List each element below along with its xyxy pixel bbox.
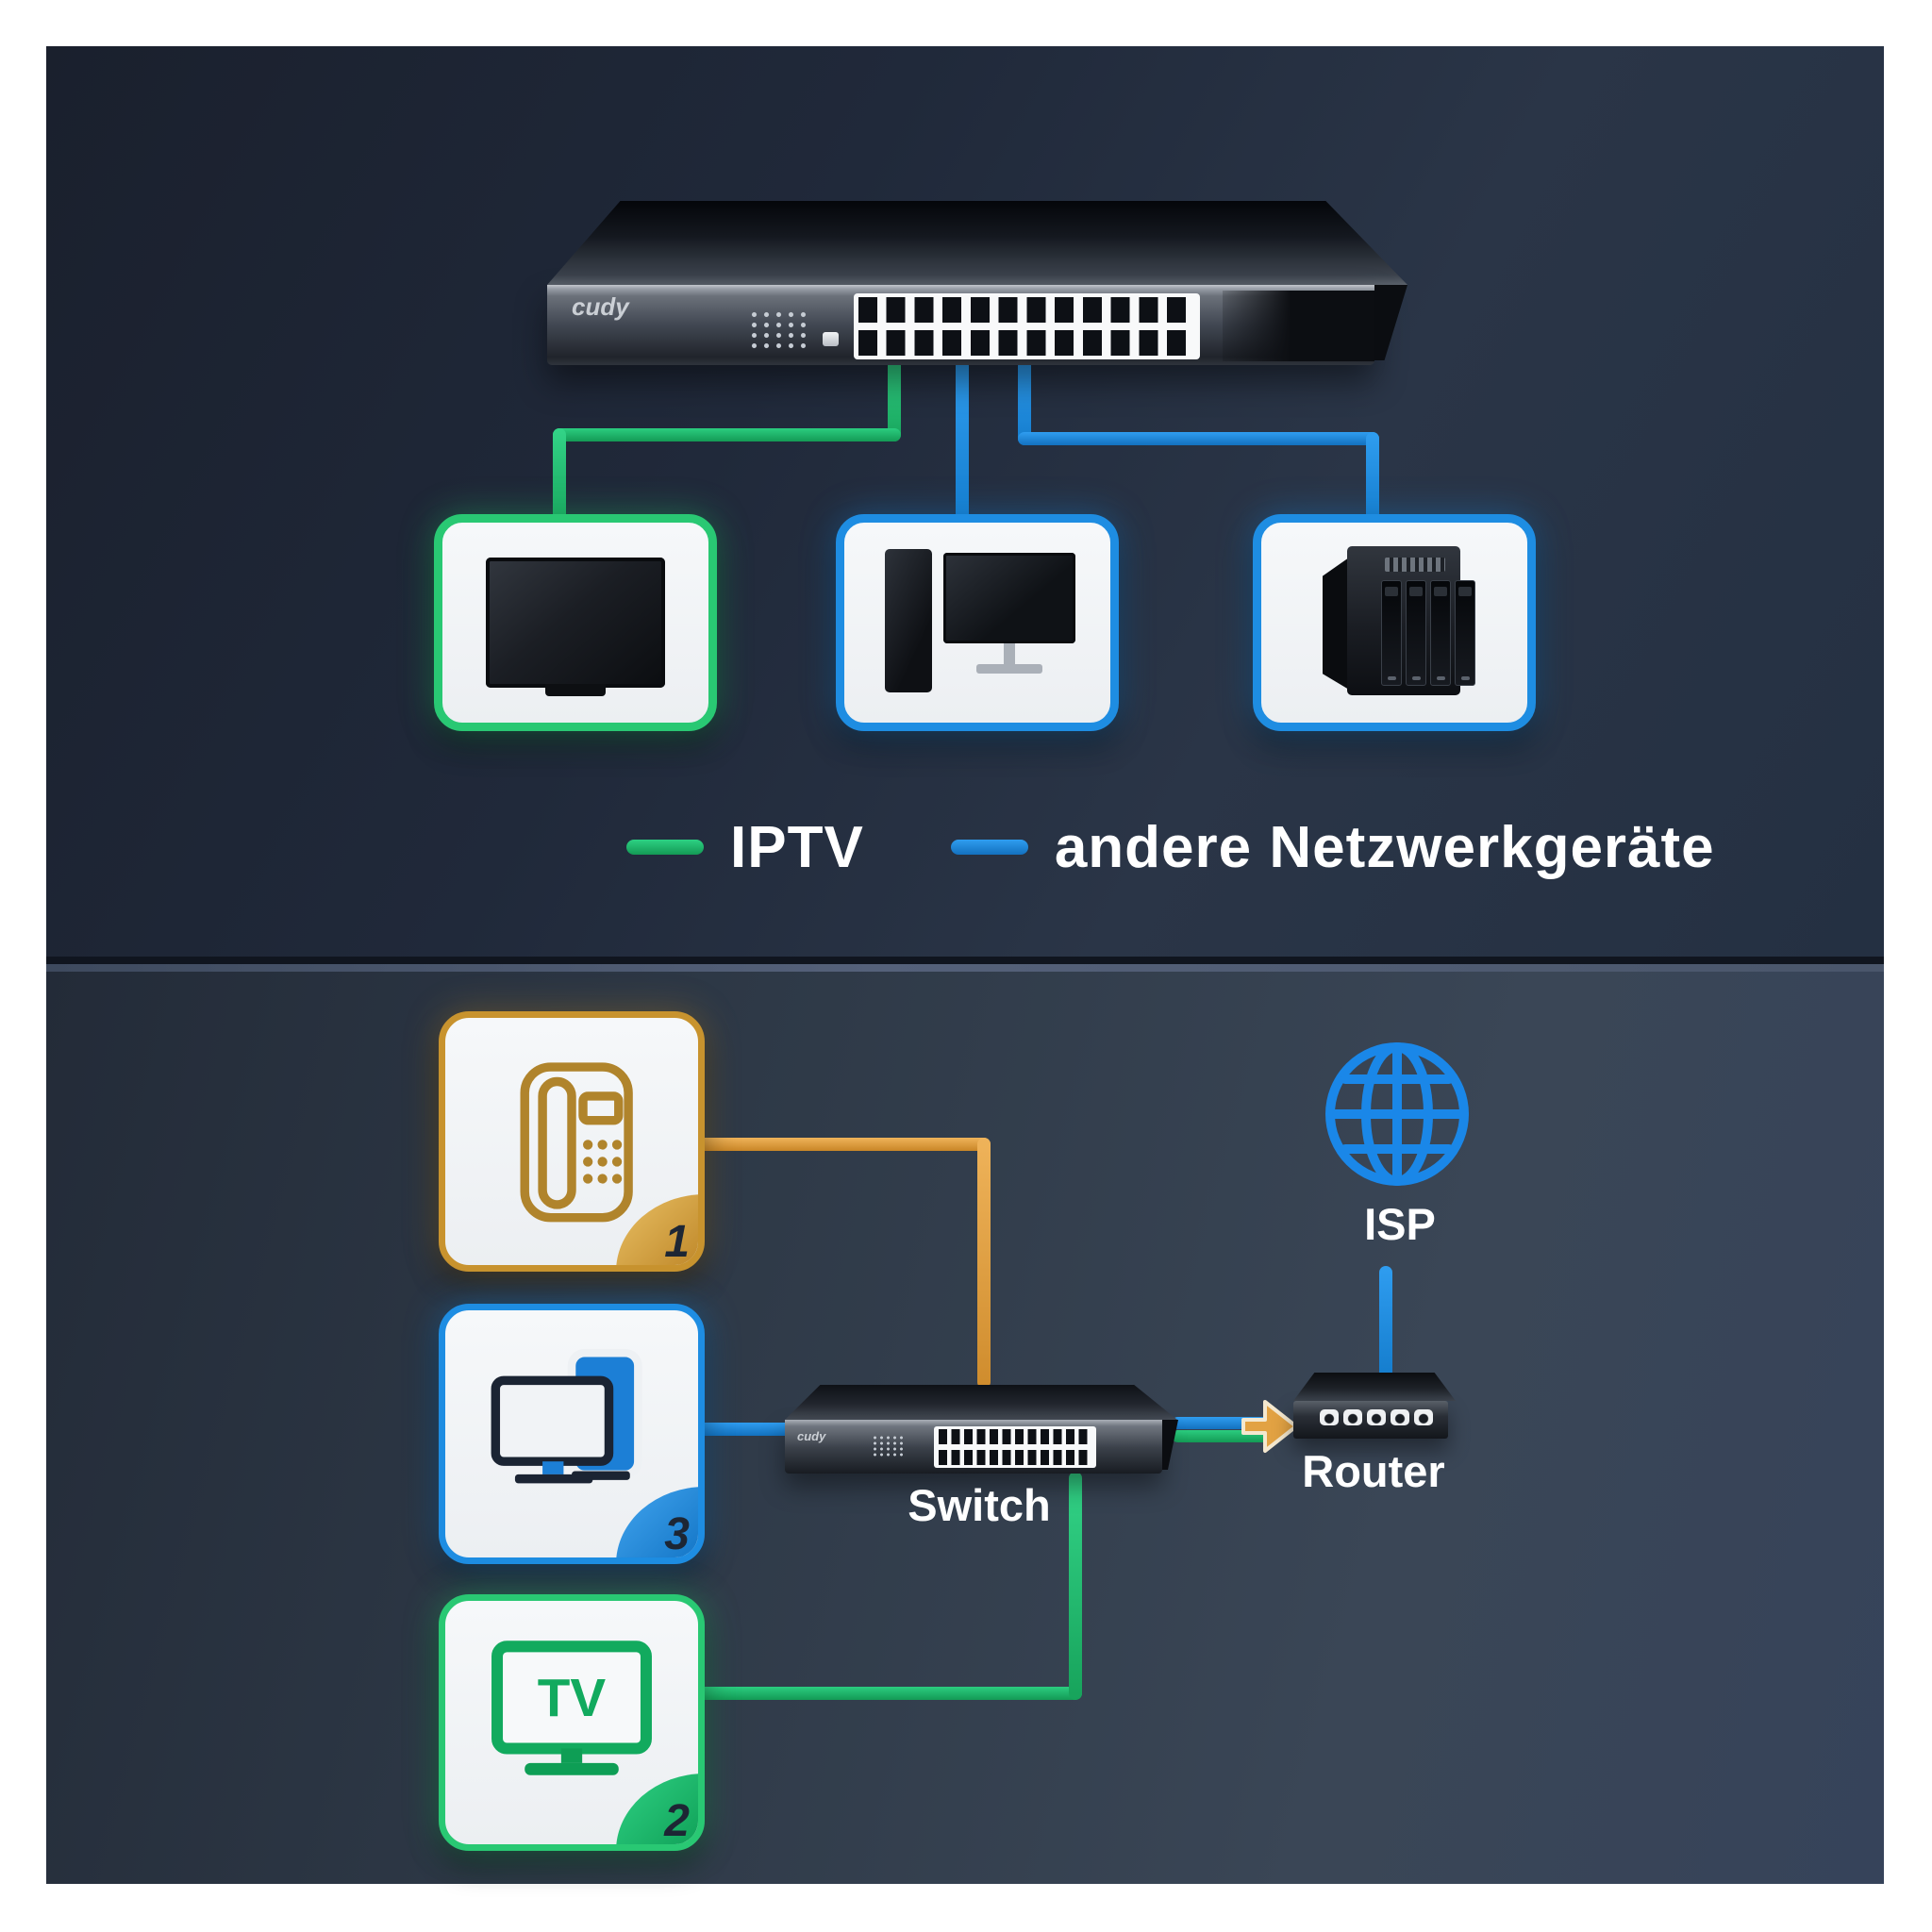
- arrow-right-icon: [1241, 1400, 1298, 1453]
- cable-iptv-horizontal: [553, 428, 901, 441]
- cable-tv-horizontal: [691, 1687, 1082, 1700]
- router-label: Router: [1302, 1446, 1445, 1496]
- device-card-iptv: TV 2: [439, 1594, 705, 1851]
- legend-item-iptv: IPTV: [626, 814, 864, 881]
- router-port-row: [1320, 1409, 1433, 1425]
- port-row: [858, 330, 1195, 356]
- port-row: [939, 1450, 1091, 1465]
- tv-icon: [442, 523, 708, 723]
- cudy-logo: cudy: [797, 1429, 826, 1443]
- cable-phone-horizontal: [691, 1138, 991, 1151]
- device-card-nas: [1253, 514, 1536, 731]
- cable-computer-into-switch: [691, 1423, 808, 1436]
- phone-icon: [445, 1018, 698, 1265]
- port-row: [858, 297, 1195, 323]
- ethernet-port-block: [854, 293, 1200, 359]
- legend-label-iptv: IPTV: [730, 814, 864, 880]
- led-indicator-grid: [872, 1435, 904, 1458]
- device-card-computer: [836, 514, 1119, 731]
- cable-blue-vertical-from-switch: [1018, 359, 1031, 445]
- port-row: [939, 1429, 1091, 1444]
- cable-tv-into-switch: [1069, 1472, 1082, 1700]
- ethernet-port-block: [934, 1426, 1096, 1468]
- legend-label-other-devices: andere Netzwerkgeräte: [1054, 814, 1715, 880]
- switch-top-panel: [547, 201, 1407, 285]
- switch-top-panel: [785, 1385, 1177, 1420]
- desktop-computer-icon: [844, 523, 1110, 723]
- nas-icon: [1261, 523, 1527, 723]
- switch-small: cudy: [785, 1373, 1178, 1476]
- device-card-phone: 1: [439, 1011, 705, 1272]
- tv-screen-text: TV: [538, 1669, 607, 1728]
- section-divider-highlight: [46, 964, 1884, 972]
- router-top-panel: [1293, 1373, 1456, 1401]
- cable-iptv-into-tv: [553, 428, 566, 528]
- device-card-tv: [434, 514, 717, 731]
- legend: IPTV andere Netzwerkgeräte: [626, 813, 1715, 881]
- switch-24port: cudy: [547, 201, 1407, 365]
- switch-side-panel: [1162, 1420, 1178, 1470]
- led-indicator-grid: [748, 309, 810, 353]
- cable-phone-into-switch: [977, 1138, 991, 1389]
- device-card-computer-tablet: 3: [439, 1304, 705, 1564]
- computer-icon: [445, 1310, 698, 1557]
- cable-isp-to-router: [1379, 1266, 1392, 1379]
- cable-blue-horizontal: [1018, 432, 1379, 445]
- section-divider: [46, 957, 1884, 964]
- isp-label: ISP: [1364, 1199, 1436, 1249]
- cable-blue-into-nas: [1366, 432, 1379, 528]
- cudy-logo: cudy: [572, 292, 629, 321]
- router-device: [1293, 1370, 1459, 1441]
- switch-side-panel: [1374, 285, 1407, 360]
- network-color-dash: [950, 840, 1028, 855]
- badge-number: 1: [616, 1194, 698, 1265]
- legend-item-other-devices: andere Netzwerkgeräte: [950, 814, 1715, 881]
- switch-front-panel: cudy: [547, 285, 1374, 365]
- globe-icon: [1325, 1042, 1469, 1186]
- tv-icon: TV: [445, 1601, 698, 1844]
- iptv-color-dash: [626, 840, 704, 855]
- status-indicator: [823, 332, 839, 346]
- cable-iptv-vertical-from-switch: [888, 359, 901, 441]
- cable-blue-into-computer: [956, 359, 969, 528]
- switch-label: Switch: [908, 1480, 1051, 1530]
